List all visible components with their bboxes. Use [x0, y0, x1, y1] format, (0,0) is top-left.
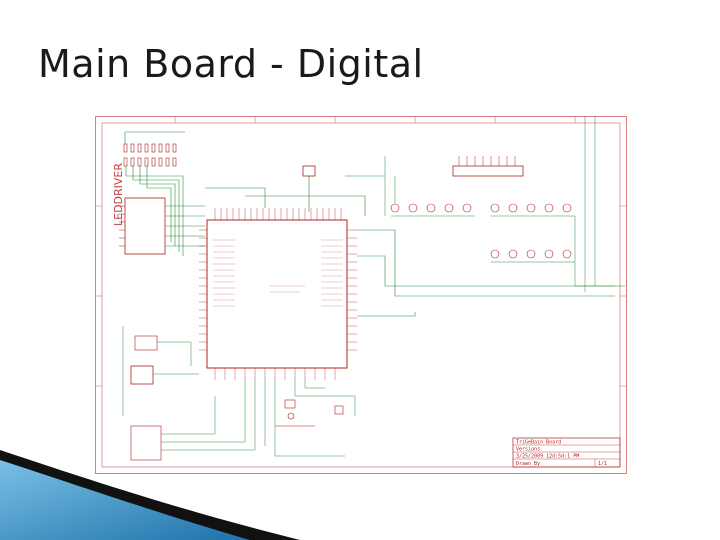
mcu-internal-text: [213, 239, 343, 307]
swoosh-blue: [0, 454, 270, 540]
bottom-wires: [264, 380, 356, 457]
left-wires: [122, 326, 256, 451]
mcu-bottom-pins: [214, 368, 336, 380]
corner-swoosh: [0, 450, 300, 540]
led-driver-ic: [124, 197, 166, 255]
title-block-sheet: 1/1: [598, 461, 607, 467]
transistor-row-2: [490, 249, 572, 259]
slide-title: Main Board - Digital: [38, 42, 424, 86]
mcu-left-pins: [199, 229, 207, 351]
schematic-diagram: LEDDRIVER: [95, 116, 627, 474]
bottom-components: [275, 399, 344, 427]
title-block-version: Versions: [516, 447, 540, 453]
mcu-right-pins: [347, 229, 357, 351]
left-regulator: [134, 335, 158, 351]
mcu-top-pins: [214, 208, 342, 220]
left-connector: [130, 365, 154, 385]
schematic-frame-inner: [101, 122, 621, 468]
led-driver-resistors: [123, 143, 177, 167]
title-block-drawn-by: Drawn By: [516, 461, 540, 467]
led-driver-label: LEDDRIVER: [112, 163, 125, 226]
right-header-pins: [458, 156, 516, 166]
right-header: [452, 165, 524, 177]
led-driver-wires: [124, 131, 205, 256]
led-driver-pins: [119, 205, 125, 247]
top-wires: [205, 175, 625, 317]
frame-ticks: [95, 116, 627, 387]
schematic-frame-outer: [95, 116, 627, 474]
title-block-name: TriGeBain Board: [516, 440, 561, 446]
transistor-wires: [384, 116, 615, 292]
left-bottom-connector: [130, 425, 162, 461]
title-block-date: 3/25/2009 12d:5d:1 PM: [516, 454, 579, 460]
title-block: [512, 437, 621, 468]
top-connector: [302, 165, 316, 177]
transistor-row-1: [390, 203, 572, 213]
